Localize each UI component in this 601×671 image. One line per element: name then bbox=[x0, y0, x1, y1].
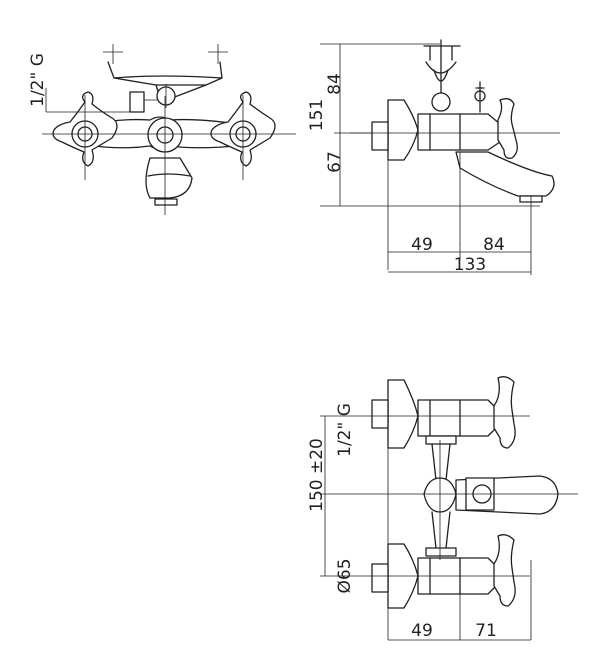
dim-plan-body: 49 bbox=[411, 621, 433, 641]
dim-flange-diameter: Ø65 bbox=[335, 558, 355, 593]
dim-height-upper: 84 bbox=[325, 73, 345, 95]
dim-depth-spout: 84 bbox=[483, 235, 505, 255]
dim-plan-handle: 71 bbox=[475, 621, 497, 641]
dim-depth-total: 133 bbox=[454, 255, 486, 275]
dim-thread-front: 1/2" G bbox=[28, 53, 48, 107]
dim-thread-plan: 1/2" G bbox=[335, 403, 355, 457]
side-view bbox=[320, 39, 560, 275]
dim-depth-body: 49 bbox=[411, 235, 433, 255]
front-view bbox=[42, 44, 296, 215]
plan-view bbox=[320, 376, 578, 641]
dim-height-total: 151 bbox=[307, 99, 327, 131]
dim-height-lower: 67 bbox=[325, 151, 345, 173]
dim-centers: 150 ±20 bbox=[307, 438, 327, 512]
